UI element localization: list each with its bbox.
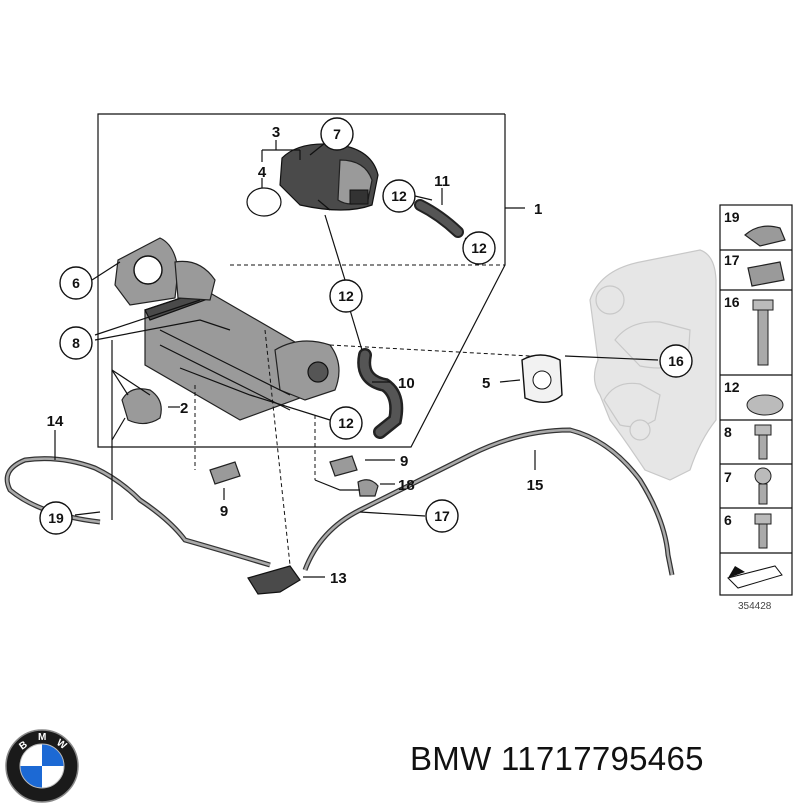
callout-16: 16: [668, 353, 684, 369]
callout-10: 10: [398, 375, 415, 392]
callout-circle-16: 16: [659, 344, 693, 378]
callout-circle-7: 7: [320, 117, 354, 151]
callout-circle-19: 19: [39, 501, 73, 535]
logo-letter-m: M: [38, 732, 46, 743]
callout-8: 8: [72, 335, 80, 351]
callout-19: 19: [48, 510, 64, 526]
callout-circle-17: 17: [425, 499, 459, 533]
bmw-logo: B M W: [5, 729, 79, 803]
callout-circle-12a: 12: [382, 179, 416, 213]
part-caption: BMW 11717795465: [410, 740, 795, 786]
vacuum-lines: [4, 427, 675, 576]
egr-actuator: [279, 143, 379, 211]
callout-circle-12d: 12: [329, 406, 363, 440]
callout-circle-12c: 12: [329, 279, 363, 313]
egr-cooler: [144, 289, 340, 421]
legend-label-7: 7: [724, 469, 732, 485]
callout-5: 5: [482, 375, 490, 392]
connector-13: [247, 565, 301, 595]
callout-3: 3: [272, 124, 280, 141]
o-ring: [246, 187, 282, 217]
callout-12c: 12: [338, 288, 354, 304]
callout-6: 6: [72, 275, 80, 291]
callout-circle-12b: 12: [462, 231, 496, 265]
callout-15: 15: [527, 477, 544, 494]
callout-2: 2: [180, 400, 188, 417]
callout-12b: 12: [471, 240, 487, 256]
vacuum-unit: [111, 388, 162, 441]
legend-label-6: 6: [724, 512, 732, 528]
intake-manifold-ghost: [589, 249, 717, 481]
legend-label-17: 17: [724, 252, 740, 268]
callout-12d: 12: [338, 415, 354, 431]
sheet-number: 354428: [738, 601, 772, 612]
brand-name: BMW: [410, 740, 492, 777]
part-number: 11717795465: [501, 740, 704, 777]
callout-11: 11: [434, 173, 450, 190]
callout-14: 14: [47, 413, 64, 430]
callout-9b: 9: [220, 503, 228, 520]
callout-18: 18: [398, 477, 415, 494]
callout-1: 1: [534, 201, 542, 218]
egr-valve-flange: [114, 237, 216, 306]
legend-label-8: 8: [724, 424, 732, 440]
legend-label-12: 12: [724, 379, 740, 395]
callout-4: 4: [258, 164, 267, 181]
callout-7: 7: [333, 126, 341, 142]
callout-9a: 9: [400, 453, 408, 470]
callout-circle-8: 8: [59, 326, 93, 360]
legend-label-16: 16: [724, 294, 740, 310]
legend-label-19: 19: [724, 209, 740, 225]
assembly-frame: [97, 113, 525, 448]
callout-12a: 12: [391, 188, 407, 204]
callout-13: 13: [330, 570, 347, 587]
fittings: [209, 455, 379, 497]
callout-17: 17: [434, 508, 450, 524]
callout-circle-6: 6: [59, 266, 93, 300]
legend-panel: 19 17 16 12 8 7 6: [719, 204, 793, 596]
